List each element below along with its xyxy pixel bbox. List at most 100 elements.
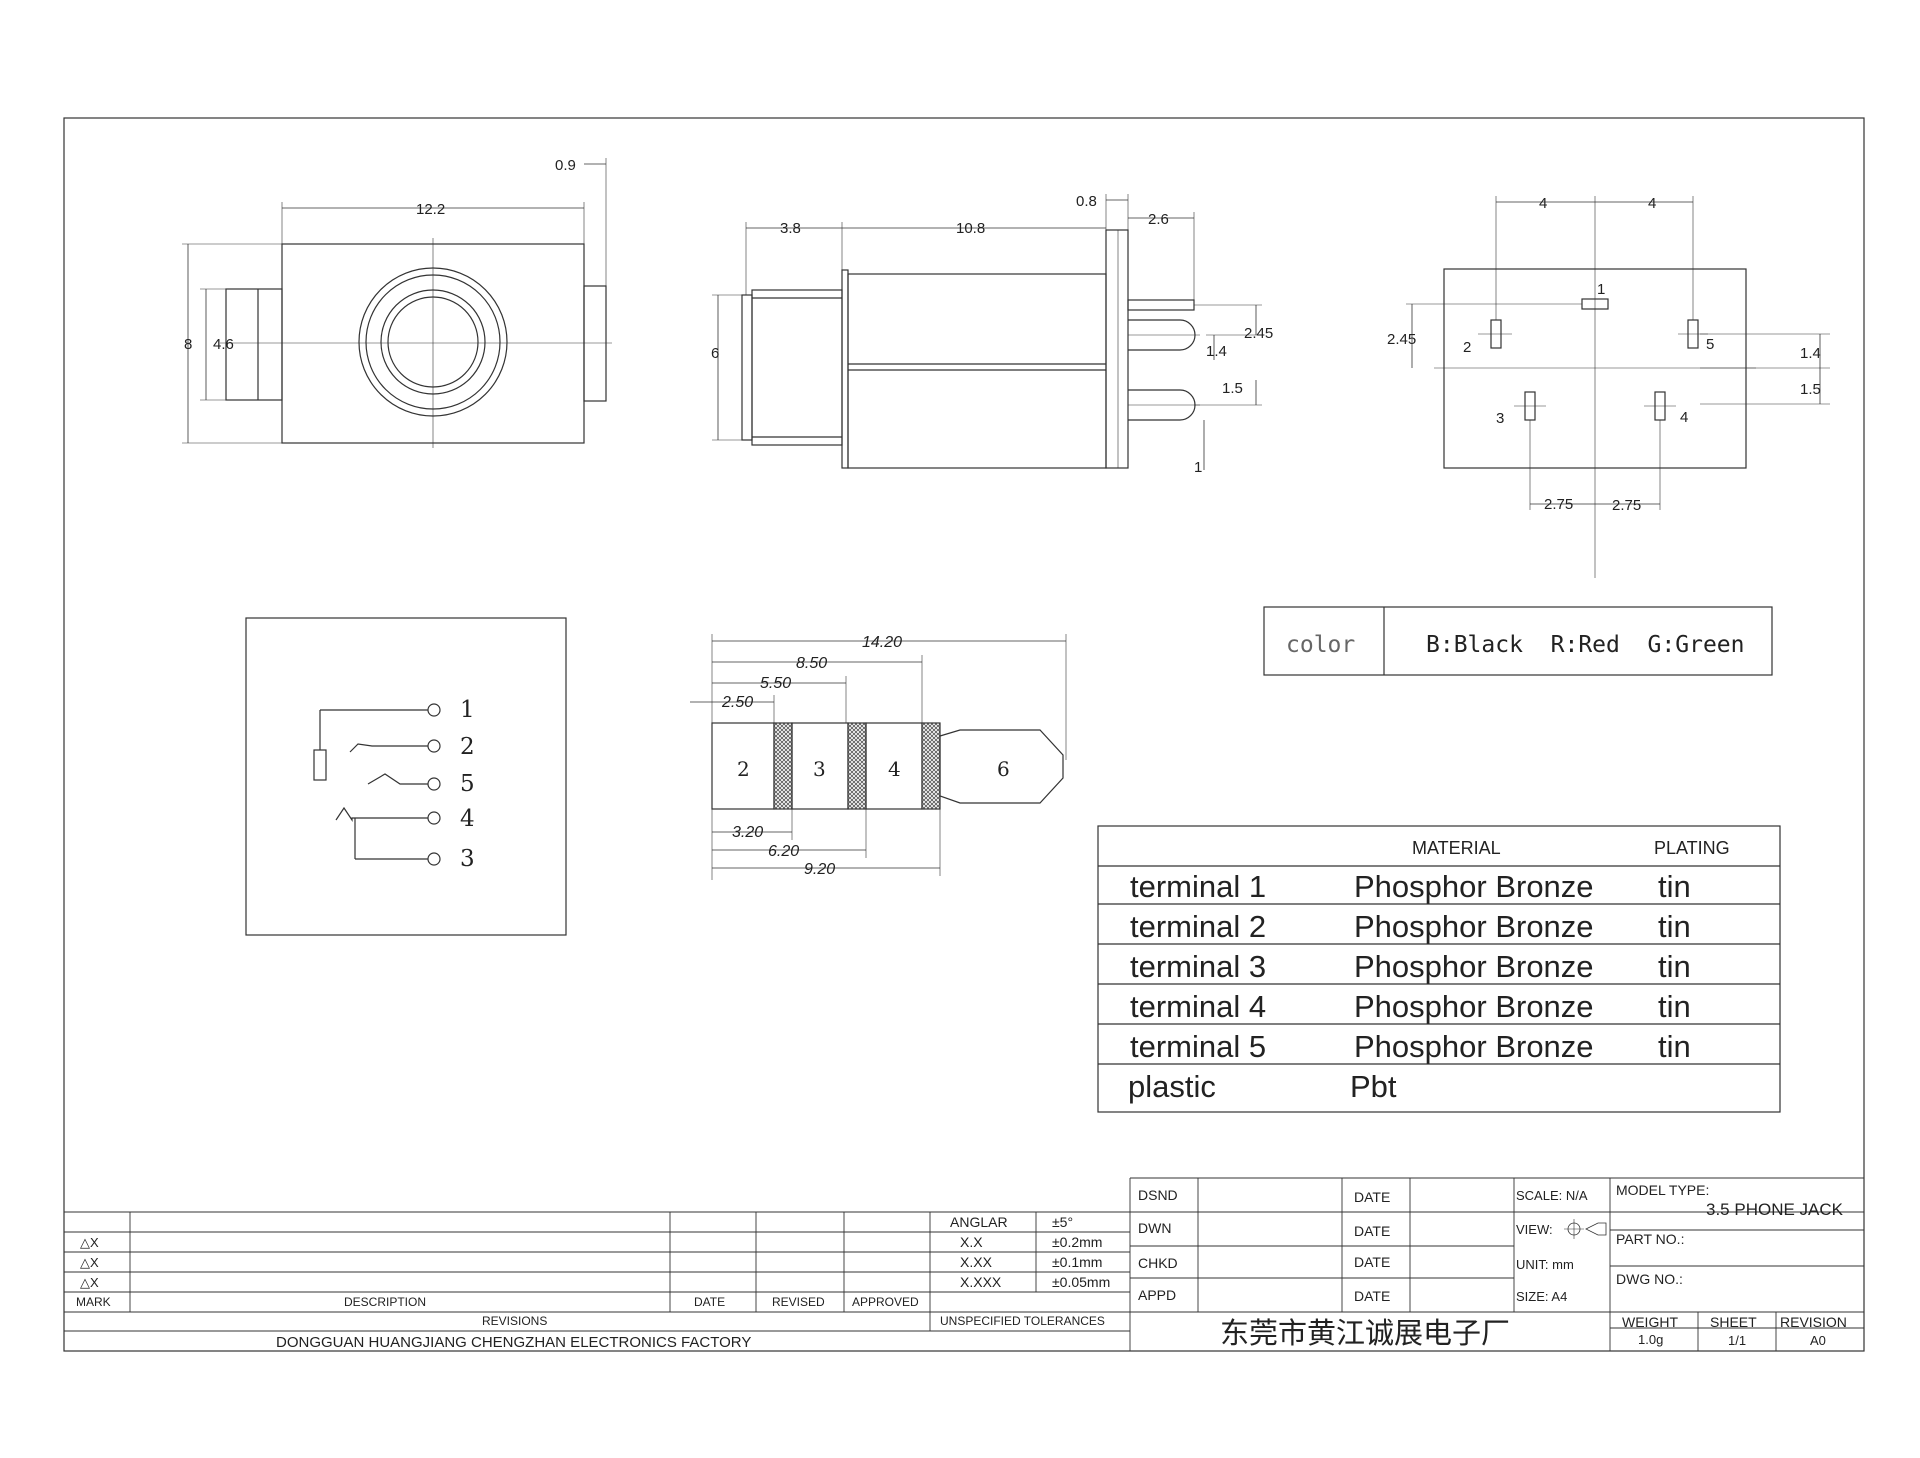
approved-header: APPROVED <box>852 1295 919 1309</box>
row3-material: Phosphor Bronze <box>1354 949 1594 984</box>
plug-dim-2-50: 2.50 <box>721 694 753 711</box>
dim-side-2-6: 2.6 <box>1148 211 1169 228</box>
dsnd-label: DSND <box>1138 1187 1178 1203</box>
tol-xx-label: X.X <box>960 1234 983 1250</box>
mark-header: MARK <box>76 1295 111 1309</box>
appd-label: APPD <box>1138 1287 1176 1303</box>
plug-dim-3-20: 3.20 <box>732 824 763 841</box>
row2-part: terminal 2 <box>1130 909 1266 944</box>
dim-side-3-8: 3.8 <box>780 220 801 237</box>
row2-material: Phosphor Bronze <box>1354 909 1594 944</box>
dim-pins-2-45: 2.45 <box>1387 331 1416 348</box>
dim-side-0-8: 0.8 <box>1076 193 1097 210</box>
tol-xxx-value: ±0.1mm <box>1052 1254 1102 1270</box>
row5-plating: tin <box>1658 1029 1691 1064</box>
revision-mark-2: △X <box>80 1255 99 1270</box>
model-type-value: 3.5 PHONE JACK <box>1706 1200 1844 1219</box>
dim-front-4-6: 4.6 <box>213 336 234 353</box>
color-legend-label: color <box>1286 632 1355 658</box>
schematic-pin-5: 5 <box>460 771 475 797</box>
material-header: MATERIAL <box>1412 838 1501 858</box>
tol-xxx-label: X.XX <box>960 1254 993 1270</box>
color-legend-values: B:Black R:Red G:Green <box>1426 632 1745 658</box>
row5-material: Phosphor Bronze <box>1354 1029 1594 1064</box>
plug-segment-2: 2 <box>737 757 750 781</box>
weight-label: WEIGHT <box>1622 1314 1678 1330</box>
description-header: DESCRIPTION <box>344 1295 426 1309</box>
schematic-pin-4: 4 <box>460 806 475 832</box>
pin-label-5: 5 <box>1706 336 1714 353</box>
row3-part: terminal 3 <box>1130 949 1266 984</box>
revision-mark-3: △X <box>80 1275 99 1290</box>
tol-anglar-label: ANGLAR <box>950 1214 1008 1230</box>
revision-value: A0 <box>1810 1333 1826 1348</box>
dim-front-8: 8 <box>184 336 192 353</box>
date-label-2: DATE <box>1354 1223 1390 1239</box>
dim-pins-4a: 4 <box>1539 195 1547 212</box>
row3-plating: tin <box>1658 949 1691 984</box>
dim-side-10-8: 10.8 <box>956 220 985 237</box>
date-label-1: DATE <box>1354 1189 1390 1205</box>
plug-dim-6-20: 6.20 <box>768 843 799 860</box>
row2-plating: tin <box>1658 909 1691 944</box>
dwg-no-label: DWG NO.: <box>1616 1271 1683 1287</box>
sheet-label: SHEET <box>1710 1314 1757 1330</box>
side-view <box>712 194 1262 470</box>
dim-front-12-2: 12.2 <box>416 201 445 218</box>
scale-label: SCALE: N/A <box>1516 1188 1588 1203</box>
dim-side-2-45: 2.45 <box>1244 325 1273 342</box>
front-view <box>182 158 612 448</box>
size-label: SIZE: A4 <box>1516 1289 1567 1304</box>
tol-xxxx-value: ±0.05mm <box>1052 1274 1110 1290</box>
dim-side-1-5: 1.5 <box>1222 380 1243 397</box>
pin-label-1: 1 <box>1597 281 1605 298</box>
plug-segment-4: 4 <box>888 757 901 781</box>
dim-side-1-4: 1.4 <box>1206 343 1227 360</box>
row6-material: Pbt <box>1350 1069 1397 1104</box>
row1-material: Phosphor Bronze <box>1354 869 1594 904</box>
color-legend <box>1263 606 1773 676</box>
pin-label-2: 2 <box>1463 339 1471 356</box>
company-name-en: DONGGUAN HUANGJIANG CHENGZHAN ELECTRONIC… <box>276 1334 751 1351</box>
sheet-value: 1/1 <box>1728 1333 1746 1348</box>
dim-front-0-9: 0.9 <box>555 157 576 174</box>
schematic-symbol <box>245 617 567 936</box>
dim-pins-1-4: 1.4 <box>1800 345 1821 362</box>
revised-header: REVISED <box>772 1295 825 1309</box>
material-table <box>1097 825 1781 1113</box>
schematic-pin-1: 1 <box>460 697 475 723</box>
revisions-label: REVISIONS <box>482 1314 547 1328</box>
dim-side-1: 1 <box>1194 459 1202 476</box>
date-header: DATE <box>694 1295 725 1309</box>
pin-label-4: 4 <box>1680 409 1688 426</box>
revision-label: REVISION <box>1780 1314 1847 1330</box>
row4-plating: tin <box>1658 989 1691 1024</box>
plug-segment-3: 3 <box>813 757 826 781</box>
dwn-label: DWN <box>1138 1220 1171 1236</box>
revision-mark-1: △X <box>80 1235 99 1250</box>
unspecified-tolerances: UNSPECIFIED TOLERANCES <box>940 1314 1105 1328</box>
row6-part: plastic <box>1128 1069 1216 1104</box>
plug-dim-8-50: 8.50 <box>796 655 827 672</box>
pin-label-3: 3 <box>1496 410 1504 427</box>
schematic-pin-2: 2 <box>460 734 475 760</box>
tol-xx-value: ±0.2mm <box>1052 1234 1102 1250</box>
model-type-label: MODEL TYPE: <box>1616 1182 1709 1198</box>
dim-side-6: 6 <box>711 345 719 362</box>
pin-layout-view <box>1406 196 1830 578</box>
dim-pins-1-5: 1.5 <box>1800 381 1821 398</box>
row4-material: Phosphor Bronze <box>1354 989 1594 1024</box>
row5-part: terminal 5 <box>1130 1029 1266 1064</box>
tol-xxxx-label: X.XXX <box>960 1274 1002 1290</box>
plug-dim-5-50: 5.50 <box>760 675 791 692</box>
tol-anglar-value: ±5° <box>1052 1214 1073 1230</box>
plug-dim-14-20: 14.20 <box>862 634 902 651</box>
row1-part: terminal 1 <box>1130 869 1266 904</box>
title-block <box>64 1177 1864 1351</box>
plug-segment-6: 6 <box>997 757 1010 781</box>
company-name-cn: 东莞市黄江诚展电子厂 <box>1220 1317 1510 1350</box>
row4-part: terminal 4 <box>1130 989 1266 1024</box>
schematic-pin-3: 3 <box>460 846 475 872</box>
plug-drawing <box>690 634 1067 880</box>
